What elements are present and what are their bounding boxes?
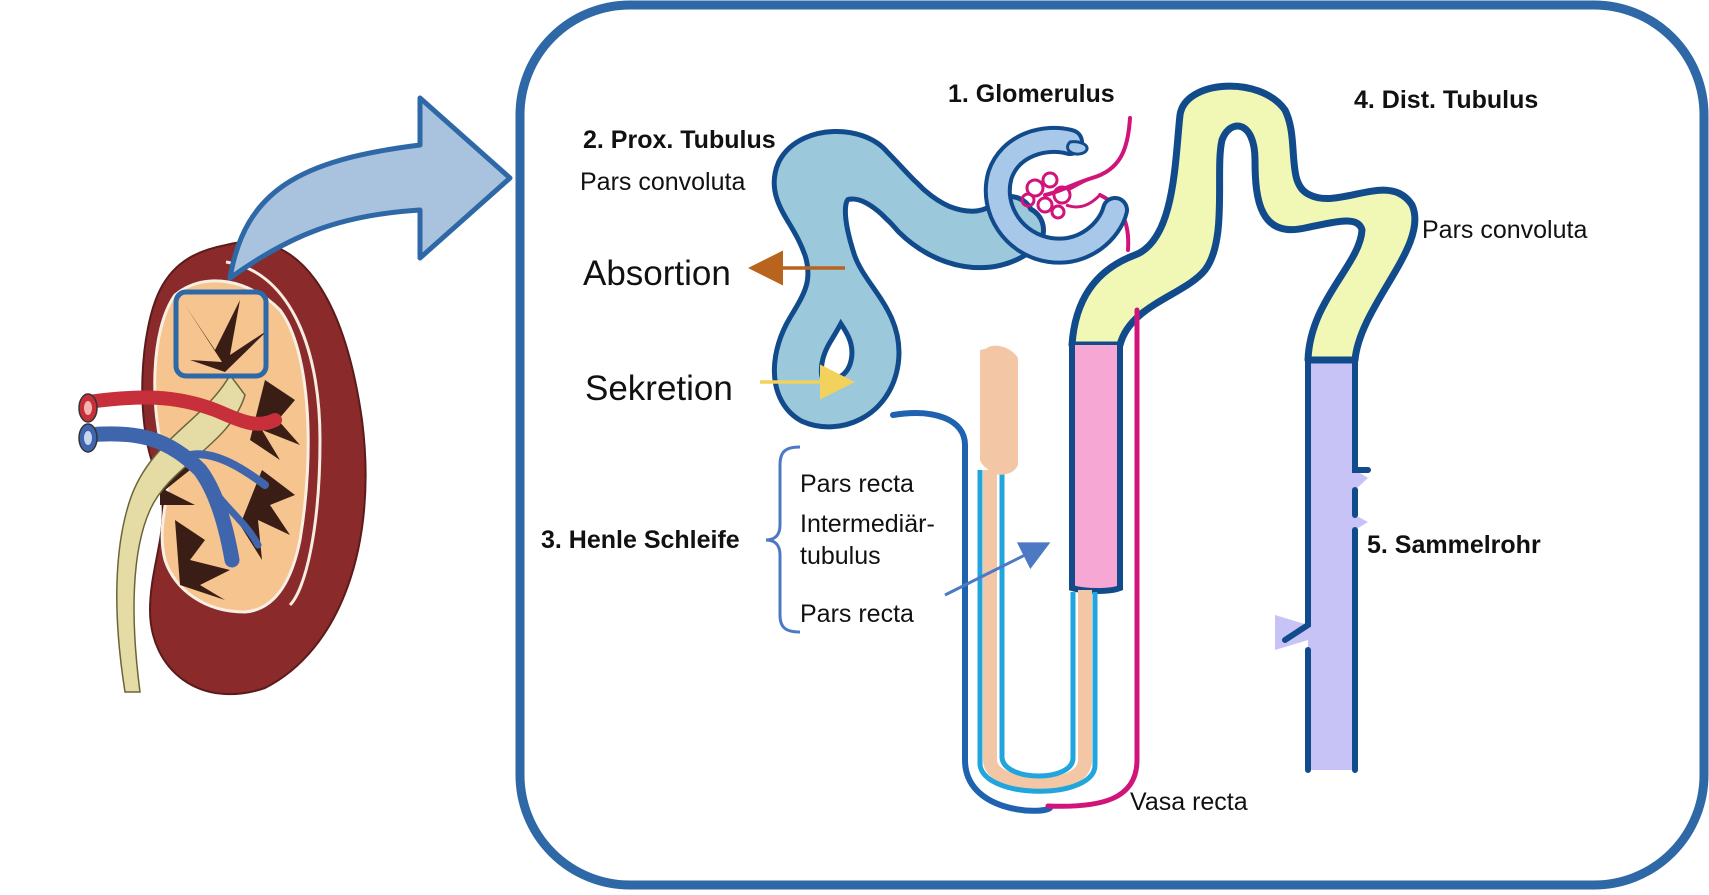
distal-tubule xyxy=(1068,82,1419,364)
label-henle-schleife: 3. Henle Schleife xyxy=(541,526,740,554)
vasa-recta xyxy=(1045,307,1140,809)
label-prox-tubulus: 2. Prox. Tubulus xyxy=(583,126,776,154)
label-prox-pars-convoluta: Pars convoluta xyxy=(580,168,745,196)
capillary-tuft xyxy=(1020,171,1102,220)
label-vasa-recta: Vasa recta xyxy=(1130,788,1248,816)
label-sammelrohr: 5. Sammelrohr xyxy=(1367,531,1541,559)
label-sekretion: Sekretion xyxy=(585,369,733,408)
afferent-arteriole xyxy=(1043,116,1132,197)
label-dist-pars-convoluta: Pars convoluta xyxy=(1422,216,1587,244)
label-henle-intermediaer-1: Intermediär- xyxy=(800,510,935,538)
intermediaer-arrow xyxy=(944,542,1051,597)
ureter xyxy=(116,373,246,693)
loop-outer-outline xyxy=(890,410,1053,814)
label-henle-pars-recta-upper: Pars recta xyxy=(800,470,914,498)
glomerulus xyxy=(983,125,1129,265)
label-glomerulus: 1. Glomerulus xyxy=(948,80,1115,108)
zoom-highlight-box xyxy=(173,289,269,379)
kidney-illustration xyxy=(78,240,367,696)
label-henle-pars-recta-lower: Pars recta xyxy=(800,600,914,628)
thick-ascending-limb xyxy=(1069,345,1123,594)
loop-of-henle xyxy=(977,470,1098,794)
henle-brace xyxy=(765,445,801,634)
label-dist-tubulus: 4. Dist. Tubulus xyxy=(1354,86,1538,114)
label-henle-intermediaer-2: tubulus xyxy=(800,542,881,570)
renal-artery xyxy=(81,390,282,431)
kidney-capsule-line xyxy=(225,260,322,607)
label-absortion: Absortion xyxy=(583,254,731,293)
zoom-arrow xyxy=(227,95,513,281)
collecting-duct xyxy=(1275,357,1371,773)
